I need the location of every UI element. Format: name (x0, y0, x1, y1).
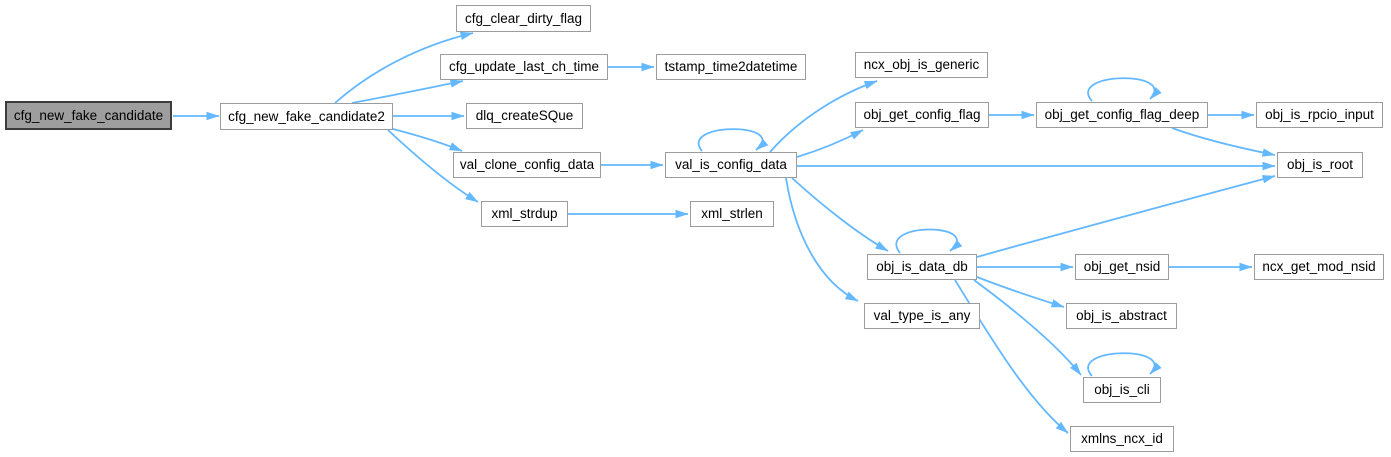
node-obj_get_nsid[interactable]: obj_get_nsid (1075, 254, 1169, 280)
node-val_clone_config_data[interactable]: val_clone_config_data (453, 152, 601, 178)
edge-val_is_config_data-to-obj_is_data_db (791, 177, 889, 252)
edge-obj_is_data_db-self-loop (895, 228, 963, 254)
node-tstamp_time2datetime[interactable]: tstamp_time2datetime (656, 54, 806, 80)
node-obj_is_rpcio_input[interactable]: obj_is_rpcio_input (1256, 102, 1383, 128)
edge-cfg_new_fake_candidate2-to-cfg_update_last_ch_time (351, 79, 464, 104)
node-cfg_clear_dirty_flag[interactable]: cfg_clear_dirty_flag (456, 5, 591, 32)
edge-val_is_config_data-to-obj_get_config_flag (796, 129, 864, 158)
node-xml_strlen[interactable]: xml_strlen (690, 201, 774, 227)
edge-obj_is_data_db-to-obj_is_cli (973, 279, 1082, 376)
edge-val_is_config_data-to-ncx_obj_is_generic (769, 80, 878, 153)
node-val_type_is_any[interactable]: val_type_is_any (864, 303, 980, 329)
edge-val_is_config_data-to-val_type_is_any (785, 177, 859, 302)
edge-obj_get_config_flag_deep-to-obj_is_root (1171, 127, 1276, 157)
edge-obj_is_cli-self-loop (1087, 352, 1162, 377)
edge-obj_is_data_db-to-xmlns_ncx_id (954, 279, 1069, 434)
edge-cfg_new_fake_candidate2-to-val_clone_config_data (392, 128, 463, 152)
edge-val_is_config_data-self-loop (697, 128, 769, 152)
node-obj_get_config_flag[interactable]: obj_get_config_flag (855, 102, 989, 128)
node-obj_is_data_db[interactable]: obj_is_data_db (867, 254, 977, 280)
node-cfg_update_last_ch_time[interactable]: cfg_update_last_ch_time (440, 54, 608, 80)
node-xmlns_ncx_id[interactable]: xmlns_ncx_id (1070, 426, 1174, 452)
node-obj_get_config_flag_deep[interactable]: obj_get_config_flag_deep (1036, 102, 1208, 128)
edge-cfg_new_fake_candidate2-to-xml_strdup (387, 129, 479, 203)
edge-obj_is_data_db-to-obj_is_abstract (976, 276, 1065, 308)
node-xml_strdup[interactable]: xml_strdup (481, 201, 568, 227)
node-ncx_get_mod_nsid[interactable]: ncx_get_mod_nsid (1254, 254, 1384, 280)
edge-obj_is_data_db-to-obj_is_root (976, 175, 1276, 258)
node-cfg_new_fake_candidate2[interactable]: cfg_new_fake_candidate2 (220, 103, 393, 130)
edge-cfg_new_fake_candidate2-to-cfg_clear_dirty_flag (334, 31, 474, 104)
node-ncx_obj_is_generic[interactable]: ncx_obj_is_generic (855, 52, 988, 78)
node-obj_is_root[interactable]: obj_is_root (1277, 152, 1363, 178)
node-val_is_config_data[interactable]: val_is_config_data (665, 152, 797, 178)
node-dlq_createSQue[interactable]: dlq_createSQue (466, 103, 583, 129)
node-obj_is_cli[interactable]: obj_is_cli (1083, 377, 1161, 403)
node-cfg_new_fake_candidate[interactable]: cfg_new_fake_candidate (5, 101, 172, 130)
node-obj_is_abstract[interactable]: obj_is_abstract (1066, 303, 1177, 329)
edge-obj_get_config_flag_deep-self-loop (1087, 77, 1162, 102)
